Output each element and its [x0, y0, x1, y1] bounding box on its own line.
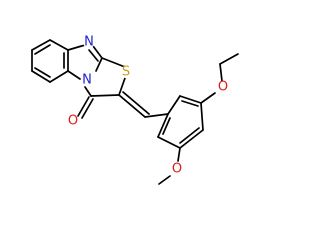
bond	[49, 39, 69, 51]
bond	[179, 129, 204, 149]
bond	[34, 44, 51, 55]
atom-s: S	[120, 65, 132, 80]
bond	[101, 57, 126, 68]
bond	[167, 95, 181, 115]
bond	[157, 113, 169, 138]
atom-o-methoxy: O	[171, 162, 183, 177]
atom-label-o-carbonyl: O	[68, 114, 78, 129]
atom-labels: N N S O O O	[67, 35, 229, 177]
bond	[179, 127, 200, 144]
bond	[90, 94, 120, 97]
bonds	[31, 39, 239, 185]
bond	[181, 100, 199, 107]
chemical-structure: N N S O O O	[31, 35, 239, 185]
bond	[144, 113, 169, 118]
bond	[200, 102, 204, 131]
bond	[200, 92, 216, 104]
bond	[31, 39, 51, 51]
bond	[95, 57, 103, 72]
bond	[219, 53, 239, 65]
bond	[179, 95, 202, 104]
atom-label-n-lower: N	[82, 73, 92, 88]
bond	[157, 136, 181, 149]
bond	[84, 86, 92, 97]
bond	[31, 70, 51, 83]
bond	[118, 77, 126, 96]
bond	[67, 70, 81, 80]
bond	[118, 94, 146, 118]
bond	[92, 45, 103, 59]
atom-n-upper: N	[83, 35, 95, 50]
atom-o-ethoxy: O	[217, 80, 229, 95]
bond	[67, 44, 86, 51]
atom-label-o-ethoxy: O	[218, 80, 228, 95]
bond	[77, 96, 90, 117]
bond	[49, 70, 69, 83]
bond	[158, 175, 171, 185]
atom-o-carbonyl: O	[67, 114, 79, 129]
bond	[88, 49, 99, 62]
bond	[219, 63, 223, 82]
bond	[162, 117, 171, 135]
atom-label-o-methoxy: O	[172, 162, 182, 177]
atom-label-n-upper: N	[84, 35, 94, 50]
atom-n-lower: N	[81, 73, 93, 88]
bond	[34, 67, 51, 78]
bond	[122, 91, 150, 115]
bond	[177, 147, 181, 162]
bond	[81, 98, 94, 119]
atom-label-s: S	[122, 65, 130, 80]
